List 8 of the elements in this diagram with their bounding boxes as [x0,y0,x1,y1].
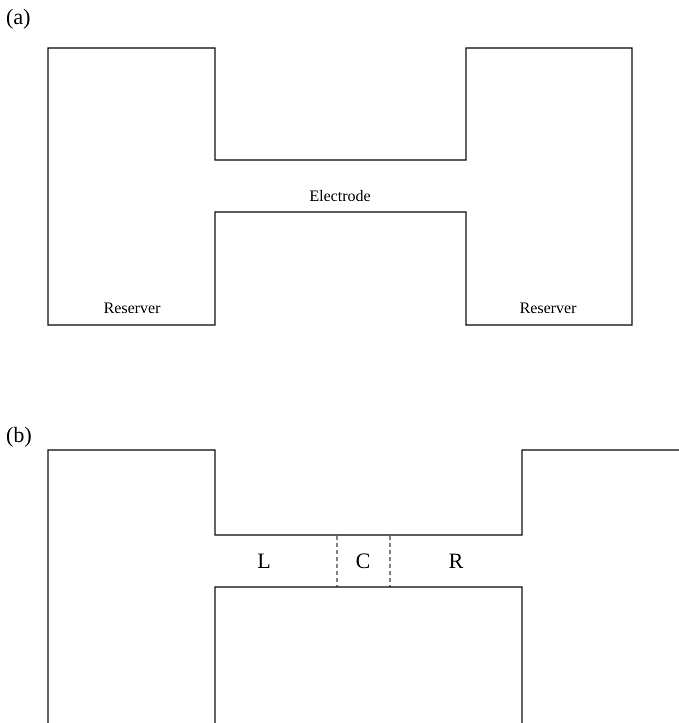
reservoir-label: Reserver [520,301,576,317]
reservoir-label: Reserver [104,301,160,317]
panel-label: (b) [6,424,32,446]
region-label: L [257,550,271,572]
region-label: R [448,550,464,572]
region-label: C [356,550,370,572]
panel-label: (a) [6,6,30,28]
channel-label: Electrode [309,189,371,205]
